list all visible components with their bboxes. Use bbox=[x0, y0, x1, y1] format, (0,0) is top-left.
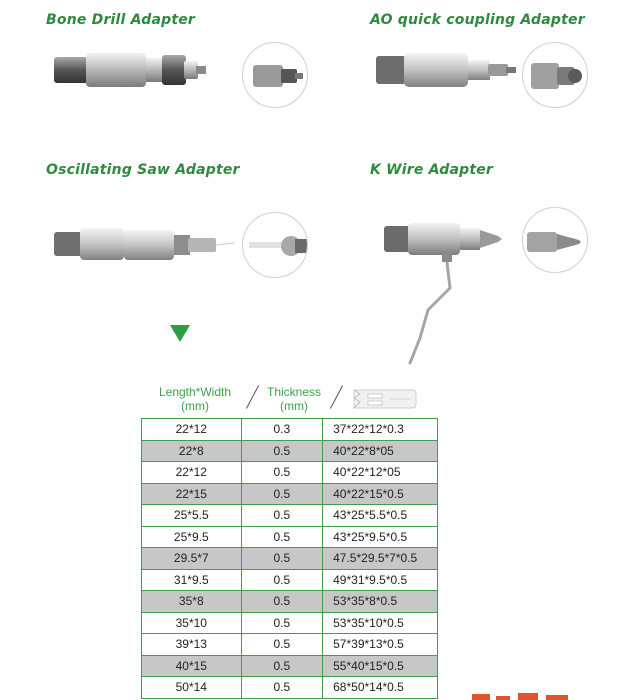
thickness-cell: 0.5 bbox=[240, 568, 324, 591]
bone-drill-detail-zoom bbox=[242, 42, 308, 108]
dimension-code-cell: 53*35*8*0.5 bbox=[322, 590, 438, 613]
oscillating-saw-detail-zoom bbox=[242, 212, 308, 278]
dimension-code-cell: 53*35*10*0.5 bbox=[322, 611, 438, 634]
dimension-code-cell: 40*22*15*0.5 bbox=[322, 482, 438, 505]
size-cell: 39*13 bbox=[141, 633, 242, 656]
thickness-header: Thickness (mm) bbox=[260, 385, 328, 413]
oscillating-saw-adapter-image bbox=[54, 228, 235, 260]
thickness-cell: 0.5 bbox=[240, 461, 324, 484]
k-wire-adapter-image bbox=[384, 223, 502, 365]
dimension-code-cell: 43*25*9.5*0.5 bbox=[322, 525, 438, 548]
dimension-code-cell: 37*22*12*0.3 bbox=[322, 418, 438, 441]
thickness-cell: 0.5 bbox=[240, 547, 324, 570]
size-cell: 25*5.5 bbox=[141, 504, 242, 527]
thickness-cell: 0.5 bbox=[240, 611, 324, 634]
ao-coupling-detail-zoom bbox=[522, 42, 588, 108]
size-cell: 35*10 bbox=[141, 611, 242, 634]
size-cell: 29.5*7 bbox=[141, 547, 242, 570]
thickness-unit: (mm) bbox=[280, 399, 308, 413]
dimension-code-cell: 57*39*13*0.5 bbox=[322, 633, 438, 656]
length-width-header: Length*Width (mm) bbox=[150, 385, 240, 413]
size-cell: 40*15 bbox=[141, 654, 242, 677]
thickness-cell: 0.5 bbox=[240, 654, 324, 677]
ao-quick-coupling-adapter-image bbox=[376, 53, 516, 87]
length-width-label: Length*Width bbox=[158, 385, 232, 399]
size-cell: 35*8 bbox=[141, 590, 242, 613]
dimension-code-cell: 68*50*14*0.5 bbox=[322, 676, 438, 699]
thickness-label: Thickness bbox=[266, 385, 322, 399]
k-wire-detail-zoom bbox=[522, 207, 588, 273]
size-cell: 22*15 bbox=[141, 482, 242, 505]
dimension-code-cell: 43*25*5.5*0.5 bbox=[322, 504, 438, 527]
thickness-cell: 0.5 bbox=[240, 633, 324, 656]
ao-quick-coupling-adapter-title: AO quick coupling Adapter bbox=[370, 12, 585, 28]
dimension-code-cell: 55*40*15*0.5 bbox=[322, 654, 438, 677]
k-wire-adapter-title: K Wire Adapter bbox=[370, 162, 494, 178]
size-cell: 25*9.5 bbox=[141, 525, 242, 548]
dimension-code-cell: 40*22*8*05 bbox=[322, 439, 438, 462]
down-arrow-icon bbox=[170, 325, 190, 342]
length-width-unit: (mm) bbox=[181, 399, 209, 413]
size-cell: 50*14 bbox=[141, 676, 242, 699]
saw-blade-tip-icon bbox=[249, 236, 307, 256]
bone-drill-adapter-title: Bone Drill Adapter bbox=[46, 12, 196, 28]
header-divider-1 bbox=[245, 385, 260, 409]
size-cell: 22*12 bbox=[141, 461, 242, 484]
thickness-cell: 0.5 bbox=[240, 439, 324, 462]
k-wire-tip-icon bbox=[527, 232, 581, 252]
thickness-cell: 0.5 bbox=[240, 525, 324, 548]
thickness-cell: 0.5 bbox=[240, 504, 324, 527]
ao-coupling-tip-icon bbox=[531, 63, 582, 89]
thickness-cell: 0.5 bbox=[240, 676, 324, 699]
oscillating-saw-adapter-title: Oscillating Saw Adapter bbox=[46, 162, 240, 178]
thickness-cell: 0.5 bbox=[240, 590, 324, 613]
size-cell: 22*12 bbox=[141, 418, 242, 441]
dimension-code-cell: 40*22*12*05 bbox=[322, 461, 438, 484]
bone-drill-chuck-icon bbox=[253, 65, 303, 87]
dimension-code-cell: 49*31*9.5*0.5 bbox=[322, 568, 438, 591]
size-cell: 31*9.5 bbox=[141, 568, 242, 591]
thickness-cell: 0.5 bbox=[240, 482, 324, 505]
saw-blade-icon bbox=[353, 389, 417, 409]
dimension-code-cell: 47.5*29.5*7*0.5 bbox=[322, 547, 438, 570]
bone-drill-adapter-image bbox=[54, 53, 206, 87]
size-cell: 22*8 bbox=[141, 439, 242, 462]
header-divider-2 bbox=[329, 385, 344, 409]
partial-logo-graphic bbox=[472, 693, 568, 700]
thickness-cell: 0.3 bbox=[240, 418, 324, 441]
